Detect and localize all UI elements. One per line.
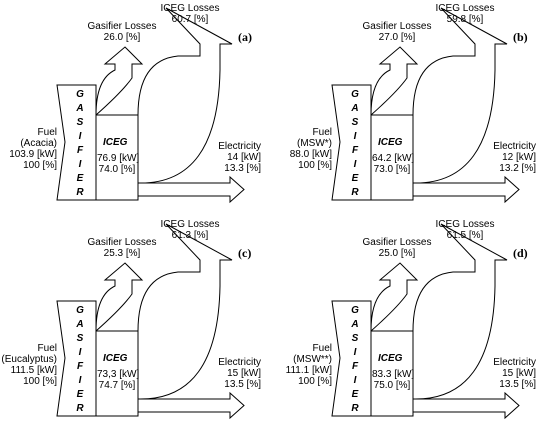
sankey-diagram [56,7,245,204]
gasifier-letter: R [351,403,359,414]
gasifier-letter: G [76,305,84,316]
gasifier-letter: S [76,117,84,128]
gasifier-letter: I [78,159,82,170]
iceg-values: 76.9 [kW] 74.0 [%] [97,153,140,175]
fuel-label: Fuel (Eucalyptus) 111.5 [kW] 100 [%] [1,343,57,387]
gasifier-letter: A [76,319,84,330]
iceg-block [95,330,139,417]
gasifier-letter: G [351,305,359,316]
gasifier-letter: I [353,375,357,386]
gasifier-losses-label: Gasifier Losses 26.0 [%] [87,21,157,43]
gasifier-losses-arrow [95,46,144,117]
iceg-block [370,330,414,417]
electricity-label: Electricity 14 [kW] 13.3 [%] [218,141,261,174]
fuel-label: Fuel (Acacia) 103.9 [kW] 100 [%] [9,127,57,171]
gasifier-letter: A [76,103,84,114]
fuel-arrow [331,300,372,417]
iceg-values: 64.2 [kW] 73.0 [%] [372,153,415,175]
iceg-losses-arrow [412,7,508,184]
fuel-label: Fuel (MSW**) 111.1 [kW] 100 [%] [285,343,332,387]
electricity-arrow [412,391,520,420]
gasifier-letter: A [351,319,359,330]
iceg-values: 83.3 [kW] 75.0 [%] [372,369,415,391]
panel-tag: (b) [513,30,528,44]
panel-tag: (d) [513,246,528,260]
fuel-arrow [56,84,97,201]
iceg-losses-label: ICEG Losses 61.5 [%] [435,219,495,241]
electricity-label: Electricity 15 [kW] 13.5 [%] [218,357,261,390]
sankey-diagram [331,7,520,204]
gasifier-letter: S [76,333,84,344]
gasifier-letter: S [351,333,359,344]
electricity-label: Electricity 12 [kW] 13.2 [%] [493,141,536,174]
gasifier-letter: F [76,361,84,372]
electricity-label: Electricity 15 [kW] 13.5 [%] [493,357,536,390]
iceg-values: 73,3 [kW] 74.7 [%] [97,369,140,391]
gasifier-letter: F [351,361,359,372]
gasifier-letter: E [76,173,84,184]
gasifier-losses-label: Gasifier Losses 25.3 [%] [87,237,157,259]
iceg-losses-label: ICEG Losses 60.7 [%] [160,3,220,25]
gasifier-losses-label: Gasifier Losses 27.0 [%] [362,21,432,43]
gasifier-losses-arrow [370,46,419,117]
iceg-block [95,114,139,201]
electricity-arrow [137,175,245,204]
panel-tag: (a) [238,30,252,44]
electricity-arrow [137,391,245,420]
iceg-losses-label: ICEG Losses 61.3 [%] [160,219,220,241]
iceg-block [370,114,414,201]
electricity-arrow [412,175,520,204]
gasifier-letter: S [351,117,359,128]
gasifier-losses-arrow [370,262,419,333]
fuel-label: Fuel (MSW*) 88.0 [kW] 100 [%] [289,127,332,171]
gasifier-letter: F [351,145,359,156]
gasifier-letter: G [351,89,359,100]
gasifier-letter: I [353,131,357,142]
gasifier-letter: G [76,89,84,100]
gasifier-letter: R [76,187,84,198]
gasifier-letter: E [76,389,84,400]
gasifier-losses-arrow [95,262,144,333]
panel-tag: (c) [238,246,252,260]
iceg-title: ICEG [378,137,403,148]
iceg-title: ICEG [378,353,403,364]
fuel-arrow [56,300,97,417]
gasifier-letter: A [351,103,359,114]
iceg-title: ICEG [103,353,128,364]
gasifier-letter: R [351,187,359,198]
iceg-losses-arrow [137,223,233,400]
gasifier-letter: I [353,347,357,358]
iceg-losses-label: ICEG Losses 59.8 [%] [435,3,495,25]
iceg-losses-arrow [137,7,233,184]
gasifier-letter: R [76,403,84,414]
gasifier-letter: E [351,389,359,400]
gasifier-letter: E [351,173,359,184]
gasifier-letter: I [78,347,82,358]
gasifier-letter: I [353,159,357,170]
fuel-arrow [331,84,372,201]
sankey-diagram [56,223,245,420]
gasifier-letter: I [78,375,82,386]
gasifier-letter: I [78,131,82,142]
gasifier-letter: F [76,145,84,156]
sankey-diagram [331,223,520,420]
gasifier-losses-label: Gasifier Losses 25.0 [%] [362,237,432,259]
iceg-title: ICEG [103,137,128,148]
iceg-losses-arrow [412,223,508,400]
